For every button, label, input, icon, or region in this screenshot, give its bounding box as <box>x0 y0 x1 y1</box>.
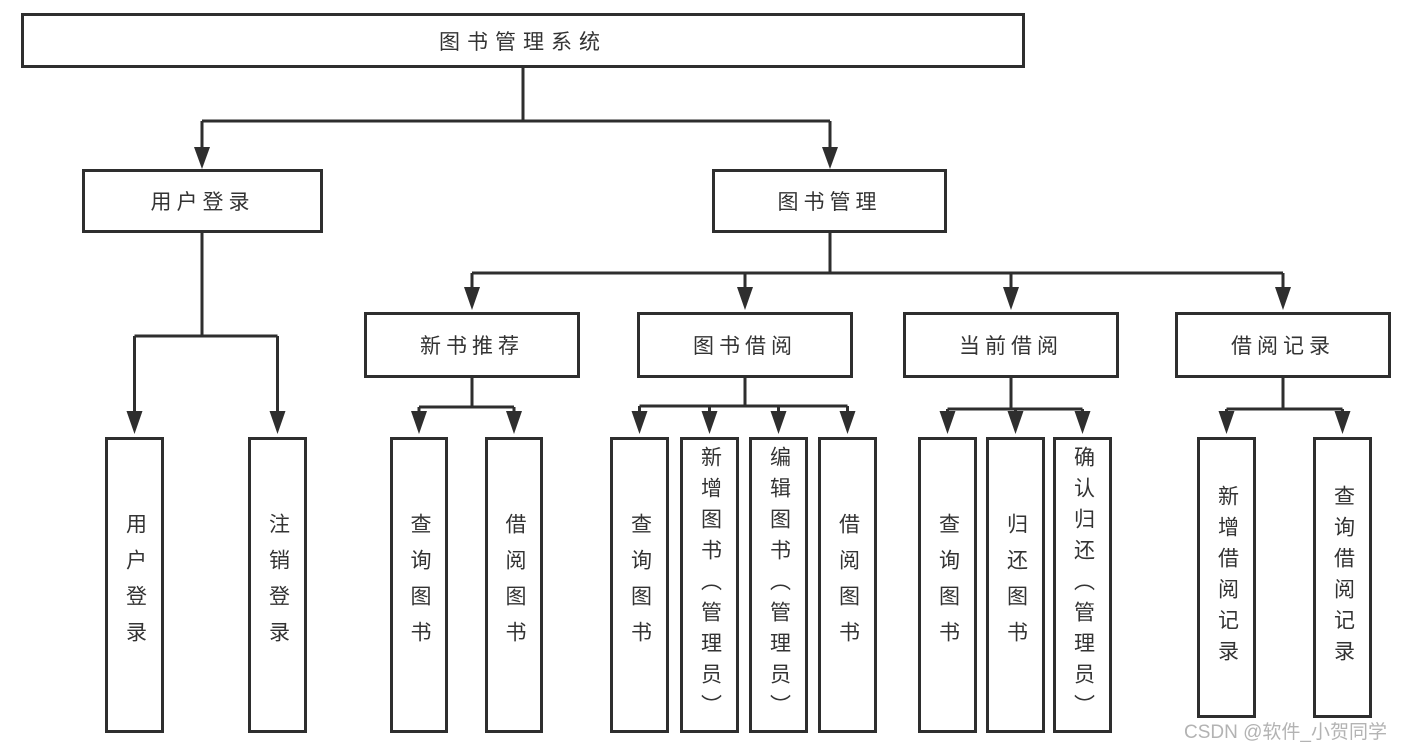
leaf-nbr-borrow-book-label: 借阅图书 <box>503 513 526 657</box>
leaf-br-add-record: 新增借阅记录 <box>1197 437 1256 718</box>
leaf-bb-edit-book-admin-label: 编辑图书（管理员） <box>767 445 791 725</box>
node-borrowing-records-label: 借阅记录 <box>1231 335 1335 358</box>
leaf-cb-query-book: 查询图书 <box>918 437 977 733</box>
leaf-bb-edit-book-admin: 编辑图书（管理员） <box>749 437 808 733</box>
leaf-cb-confirm-return-admin: 确认归还（管理员） <box>1053 437 1112 733</box>
node-book-borrowing: 图书借阅 <box>637 312 853 378</box>
leaf-br-query-record-label: 查询借阅记录 <box>1331 484 1355 671</box>
leaf-bb-borrow-book: 借阅图书 <box>818 437 877 733</box>
leaf-br-query-record: 查询借阅记录 <box>1313 437 1372 718</box>
node-borrowing-records: 借阅记录 <box>1175 312 1391 378</box>
node-user-login: 用户登录 <box>82 169 323 233</box>
leaf-bb-query-book: 查询图书 <box>610 437 669 733</box>
leaf-user-login-label: 用户登录 <box>123 513 147 657</box>
leaf-nbr-query-book-label: 查询图书 <box>408 513 431 657</box>
leaf-bb-borrow-book-label: 借阅图书 <box>836 513 860 657</box>
node-book-borrowing-label: 图书借阅 <box>693 335 797 358</box>
leaf-nbr-query-book: 查询图书 <box>390 437 448 733</box>
node-library-management-system-label: 图书管理系统 <box>439 30 607 54</box>
arrowheads <box>126 147 1351 434</box>
leaf-bb-query-book-label: 查询图书 <box>628 513 652 657</box>
leaf-bb-add-book-admin: 新增图书（管理员） <box>680 437 739 733</box>
leaf-user-login: 用户登录 <box>105 437 164 733</box>
node-user-login-label: 用户登录 <box>150 191 255 214</box>
node-book-management: 图书管理 <box>712 169 947 233</box>
leaf-cb-query-book-label: 查询图书 <box>936 513 960 657</box>
node-book-management-label: 图书管理 <box>777 191 882 214</box>
leaf-nbr-borrow-book: 借阅图书 <box>485 437 543 733</box>
leaf-br-add-record-label: 新增借阅记录 <box>1215 484 1239 671</box>
leaf-cb-return-book: 归还图书 <box>986 437 1045 733</box>
leaf-cb-confirm-return-admin-label: 确认归还（管理员） <box>1071 445 1095 725</box>
node-new-book-recommend: 新书推荐 <box>364 312 580 378</box>
node-library-management-system: 图书管理系统 <box>21 13 1025 68</box>
leaf-bb-add-book-admin-label: 新增图书（管理员） <box>698 445 722 725</box>
node-current-borrowing-label: 当前借阅 <box>959 335 1063 358</box>
csdn-watermark: CSDN @软件_小贺同学 <box>1184 722 1387 743</box>
node-current-borrowing: 当前借阅 <box>903 312 1119 378</box>
node-new-book-recommend-label: 新书推荐 <box>420 335 524 358</box>
leaf-logout: 注销登录 <box>248 437 307 733</box>
leaf-logout-label: 注销登录 <box>266 513 290 657</box>
leaf-cb-return-book-label: 归还图书 <box>1004 513 1028 657</box>
